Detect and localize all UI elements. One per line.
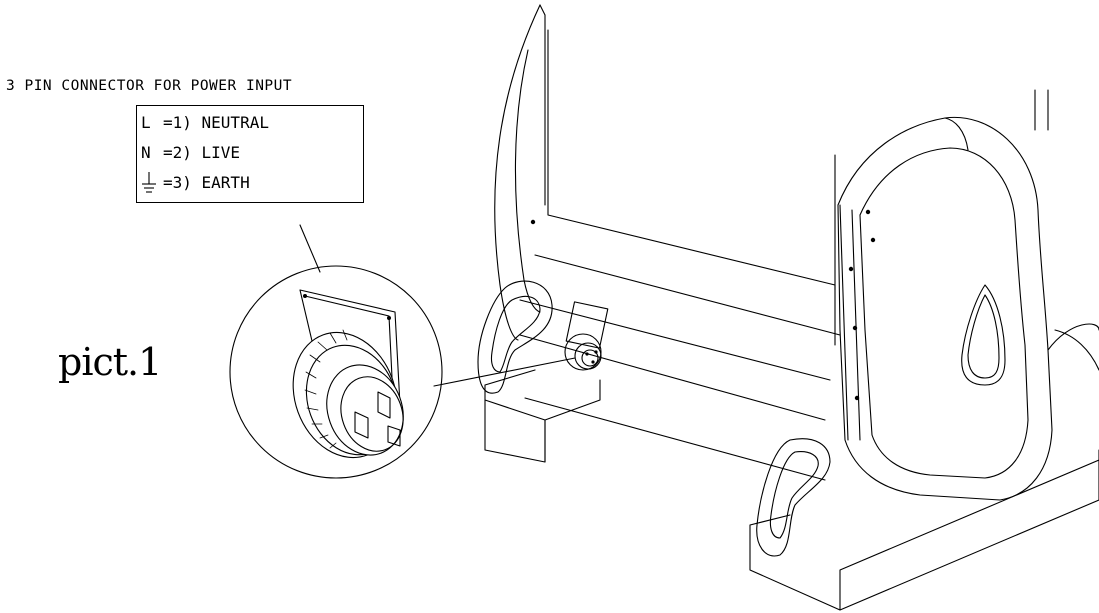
- legend-leader-line: [299, 224, 321, 273]
- housing-front-edge: [839, 204, 861, 441]
- legend-row-earth: =3) EARTH: [141, 168, 363, 198]
- legend-definition: =3) EARTH: [163, 173, 250, 192]
- magnifier-circle: [229, 265, 443, 479]
- crossbar-top: [534, 254, 841, 336]
- right-housing-inner: [859, 147, 1029, 479]
- legend-definition: =1) NEUTRAL: [163, 113, 269, 132]
- left-foot: [484, 369, 601, 463]
- legend-definition: =2) LIVE: [163, 143, 241, 162]
- right-handle-outer: [756, 438, 831, 557]
- small-connector-icon: [564, 301, 609, 371]
- right-handle-inner: [769, 451, 819, 539]
- left-column-inner: [514, 49, 541, 313]
- legend-symbol: N: [141, 143, 151, 162]
- rear-panel-top-edge: [547, 29, 836, 346]
- crossbar-bottom: [519, 334, 826, 421]
- housing-vent-outer: [961, 284, 1006, 386]
- legend-symbol: L: [141, 113, 151, 132]
- large-connector-detail: [292, 289, 404, 459]
- connector-caption: 3 PIN CONNECTOR FOR POWER INPUT: [6, 78, 293, 94]
- left-handle-inner: [490, 295, 541, 373]
- earth-ground-icon: [141, 168, 163, 198]
- rear-panel-outline: [544, 14, 1049, 206]
- leader-line: [433, 357, 576, 387]
- pin-legend-box: L =1) NEUTRAL N =2) LIVE =3) EARTH: [136, 105, 364, 203]
- left-column-side: [539, 4, 546, 16]
- right-housing-outer: [837, 116, 1053, 501]
- housing-top-lip: [944, 117, 969, 151]
- crossbar-lower: [524, 397, 826, 481]
- figure-label: pict.1: [58, 340, 162, 384]
- left-column-outer: [494, 4, 541, 341]
- housing-vent-inner: [967, 294, 1000, 379]
- legend-row-neutral: L =1) NEUTRAL: [141, 108, 363, 138]
- right-base: [749, 449, 1099, 611]
- legend-row-live: N =2) LIVE: [141, 138, 363, 168]
